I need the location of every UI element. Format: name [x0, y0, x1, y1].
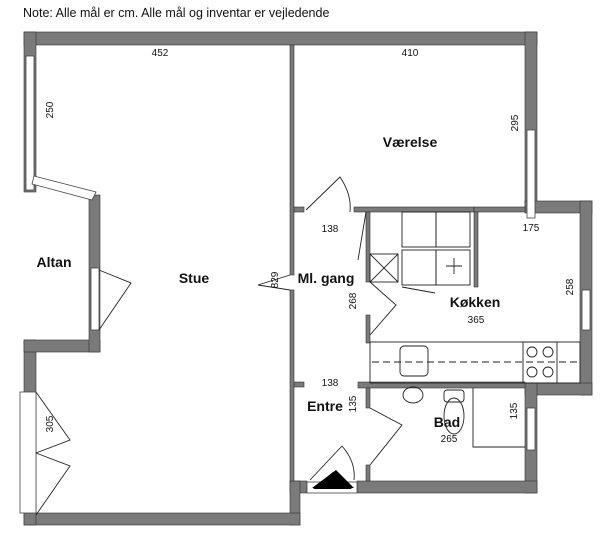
fridge-icon — [369, 253, 399, 283]
dim-entre-depth: 135 — [348, 395, 359, 412]
sink-icon — [399, 345, 429, 377]
room-label-stue: Stue — [179, 270, 210, 286]
dim-bad-width: 265 — [441, 434, 458, 445]
dim-ml-gang-depth: 268 — [348, 292, 359, 309]
room-label-bad: Bad — [434, 414, 460, 430]
doors — [35, 176, 403, 516]
dim-koekken-depth: 258 — [565, 278, 576, 295]
stove-icon — [522, 341, 558, 384]
boiler-icon — [446, 258, 462, 274]
room-label-entre: Entre — [307, 398, 343, 414]
room-label-vaerelse: Værelse — [383, 134, 438, 150]
dim-vaerelse-depth: 295 — [510, 114, 521, 131]
dim-stue-depth: 829 — [270, 271, 281, 288]
dim-koekken-width: 365 — [468, 315, 485, 326]
dim-stue-window-bottom: 305 — [45, 415, 56, 432]
dim-vaerelse-width: 410 — [402, 48, 419, 59]
note-text: Note: Alle mål er cm. Alle mål og invent… — [23, 6, 330, 20]
washbasin-icon — [402, 386, 424, 404]
toilet-icon — [443, 389, 465, 403]
dim-koekken-top: 175 — [523, 223, 540, 234]
dim-entre-width: 138 — [322, 378, 339, 389]
dim-ml-gang-width: 138 — [322, 224, 339, 235]
kitchen-fixtures — [369, 211, 581, 448]
dim-bad-depth: 135 — [509, 402, 520, 419]
room-label-altan: Altan — [37, 254, 72, 270]
dim-stue-window-top: 250 — [45, 101, 56, 118]
room-label-ml-gang: Ml. gang — [298, 270, 355, 286]
room-label-koekken: Køkken — [450, 294, 501, 310]
dim-stue-width: 452 — [152, 48, 169, 59]
